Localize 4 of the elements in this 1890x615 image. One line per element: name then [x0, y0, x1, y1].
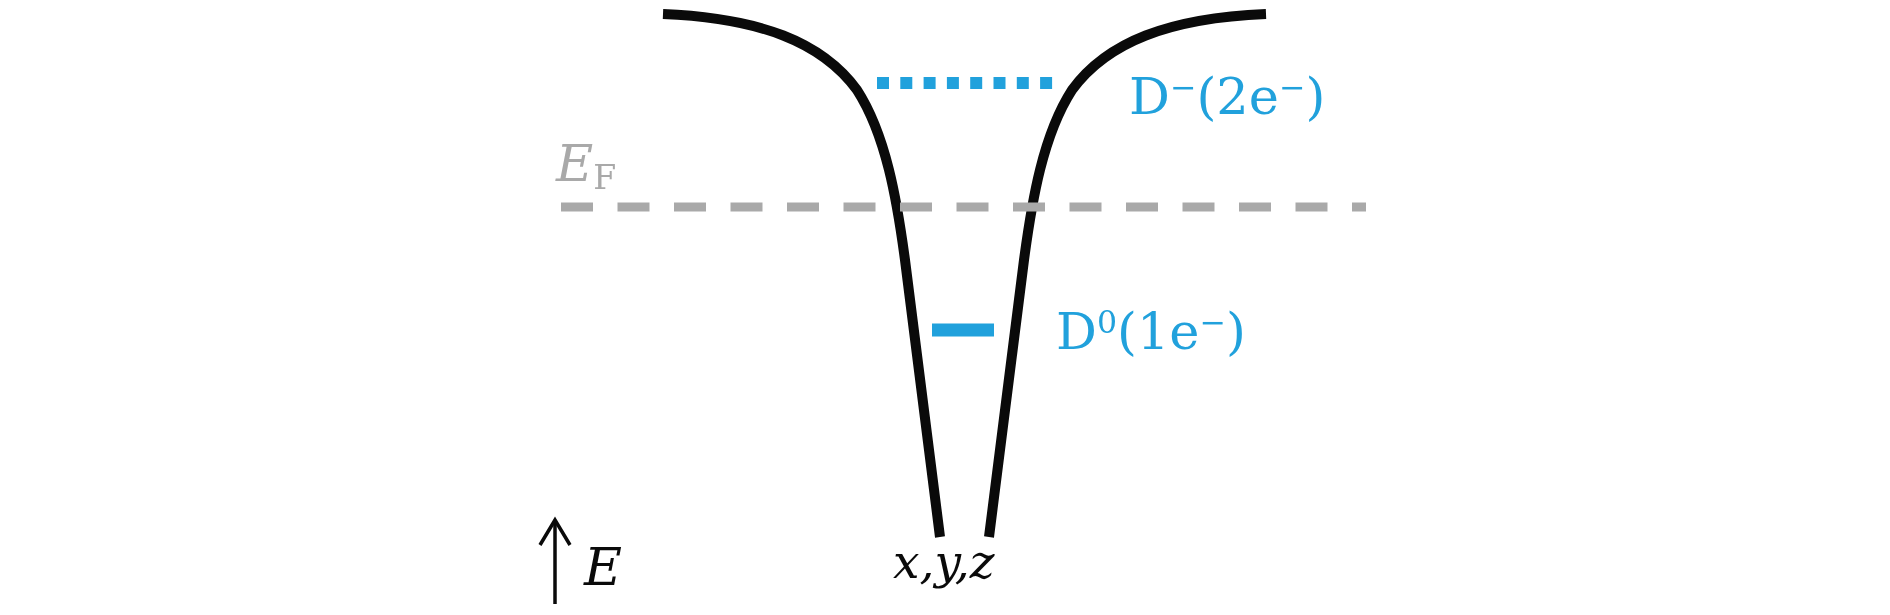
fermi-level-label: E$_{F}$: [556, 138, 617, 189]
axis-label: E: [584, 541, 622, 593]
level-label: D$^{−}$(2e$^{−}$): [1129, 71, 1326, 122]
level-label: D$^{0}$(1e$^{−}$): [1056, 306, 1246, 357]
